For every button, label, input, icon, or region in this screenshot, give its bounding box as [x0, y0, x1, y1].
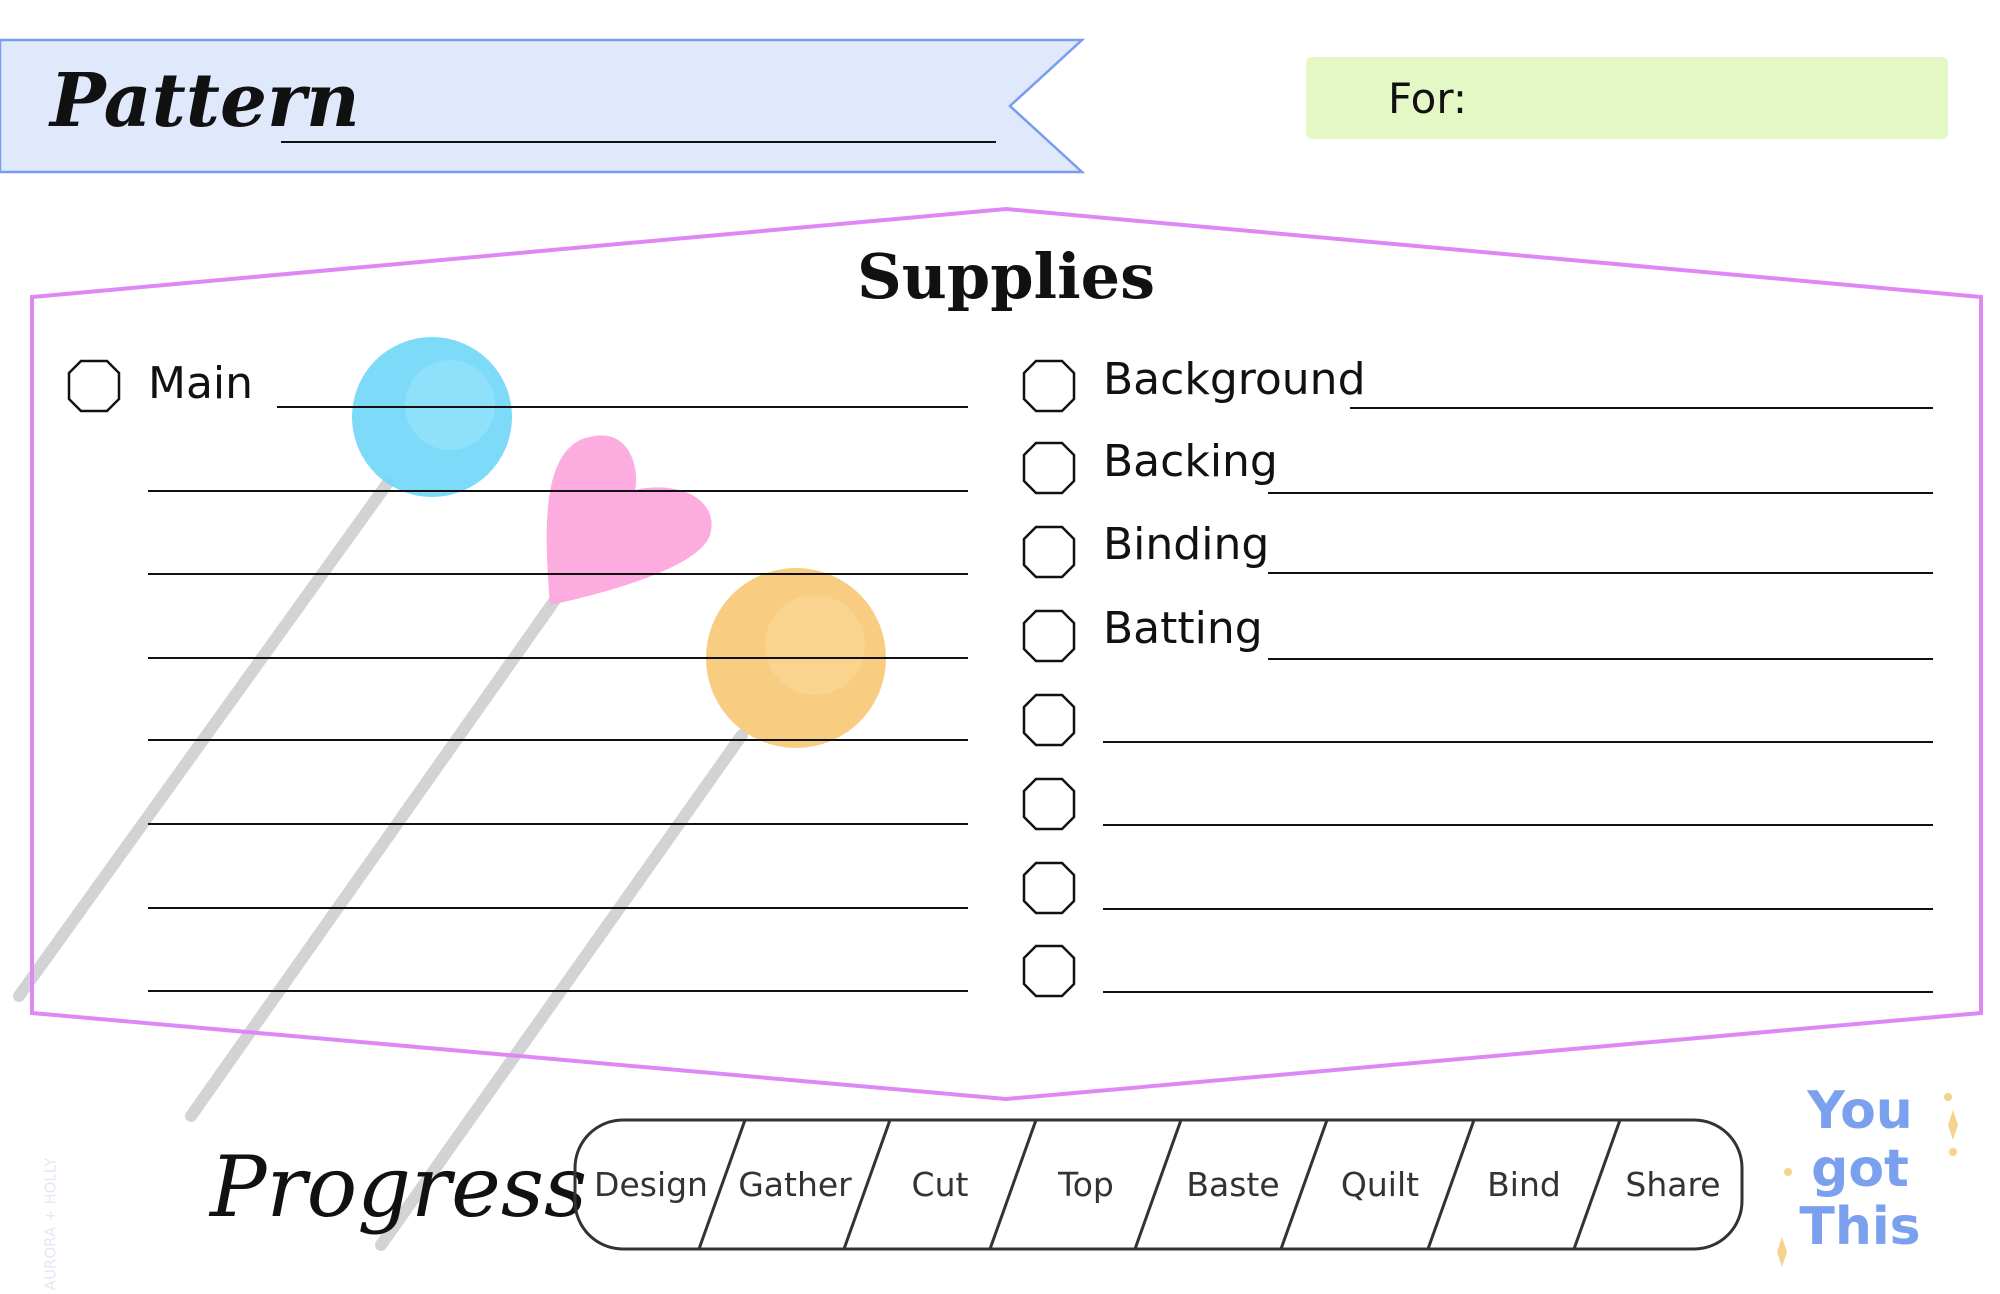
checkbox-batting[interactable]	[1022, 609, 1076, 663]
progress-title: Progress	[210, 1138, 588, 1236]
you-got-this-badge: You got This	[1768, 1072, 1968, 1267]
progress-step-bind[interactable]: Bind	[1487, 1165, 1561, 1204]
checkbox-main[interactable]	[67, 359, 121, 413]
supply-label-backing: Backing	[1103, 436, 1278, 487]
main-fabric-line[interactable]	[148, 907, 968, 909]
main-fabric-line[interactable]	[148, 657, 968, 659]
main-fabric-line[interactable]	[148, 490, 968, 492]
progress-step-baste[interactable]: Baste	[1186, 1165, 1280, 1204]
main-fabric-line[interactable]	[148, 990, 968, 992]
supplies-title: Supplies	[856, 240, 1155, 313]
background-line[interactable]	[1350, 407, 1933, 409]
pattern-label: Pattern	[50, 58, 360, 144]
checkbox-background[interactable]	[1022, 359, 1076, 413]
supply-label-background: Background	[1103, 354, 1366, 405]
checkbox-extra[interactable]	[1022, 861, 1076, 915]
main-fabric-line[interactable]	[148, 739, 968, 741]
extra-supply-line[interactable]	[1103, 741, 1933, 743]
main-fabric-line[interactable]	[148, 823, 968, 825]
watermark: AURORA + HOLLY	[41, 1157, 60, 1291]
main-fabric-line[interactable]	[148, 573, 968, 575]
for-field[interactable]	[1306, 57, 1948, 139]
sparkle-icon	[1777, 1093, 1958, 1267]
progress-step-quilt[interactable]: Quilt	[1340, 1165, 1420, 1204]
progress-step-design[interactable]: Design	[594, 1165, 708, 1204]
main-fabric-line[interactable]	[277, 406, 968, 408]
pin-heart	[185, 435, 712, 1122]
extra-supply-line[interactable]	[1103, 824, 1933, 826]
batting-line[interactable]	[1268, 658, 1933, 660]
checkbox-extra[interactable]	[1022, 693, 1076, 747]
pin-blue	[13, 337, 512, 1002]
binding-line[interactable]	[1268, 572, 1933, 574]
extra-supply-line[interactable]	[1103, 908, 1933, 910]
for-label: For:	[1388, 74, 1468, 123]
badge-text: You got This	[1799, 1081, 1921, 1257]
progress-step-cut[interactable]: Cut	[911, 1165, 969, 1204]
checkbox-binding[interactable]	[1022, 525, 1076, 579]
supply-label-batting: Batting	[1103, 603, 1263, 654]
backing-line[interactable]	[1268, 492, 1933, 494]
supply-label-main: Main	[148, 358, 254, 409]
checkbox-extra[interactable]	[1022, 944, 1076, 998]
checkbox-backing[interactable]	[1022, 441, 1076, 495]
progress-step-gather[interactable]: Gather	[738, 1165, 852, 1204]
pattern-banner	[0, 38, 1086, 174]
checkbox-extra[interactable]	[1022, 777, 1076, 831]
pattern-name-field[interactable]	[281, 141, 996, 143]
extra-supply-line[interactable]	[1103, 991, 1933, 993]
progress-step-share[interactable]: Share	[1625, 1165, 1721, 1204]
supply-label-binding: Binding	[1103, 519, 1270, 570]
progress-step-top[interactable]: Top	[1058, 1165, 1114, 1204]
